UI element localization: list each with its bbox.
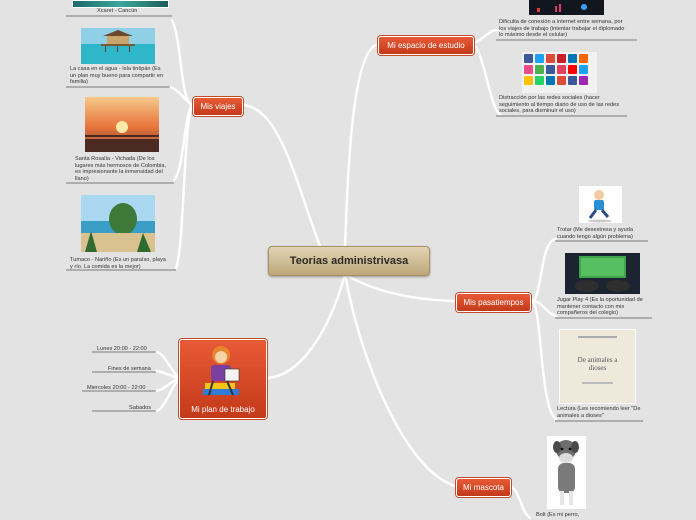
plan-label: Mi plan de trabajo (191, 405, 255, 414)
branch-plan-de-trabajo[interactable]: Mi plan de trabajo (179, 339, 267, 419)
dog-photo (547, 436, 586, 509)
sunset-photo (85, 97, 159, 152)
caption-isla-tintipan: La casa en el agua - Isla tintipán (Es u… (70, 66, 163, 86)
schedule-lunes: Lunes 20:00 - 22:00 (97, 346, 147, 352)
schedule-miercoles: Miercoles 20:00 - 22:00 (87, 385, 146, 391)
social-media-icons (522, 52, 597, 93)
xcaret-photo (72, 0, 169, 8)
central-topic[interactable]: Teorias administrivasa (268, 246, 430, 276)
caption-lectura: Lectura (Les recomiendo leer "De animale… (557, 406, 641, 419)
schedule-sabados: Sabados (129, 405, 152, 411)
branch-mis-pasatiempos[interactable]: Mis pasatiempos (456, 293, 531, 312)
branch-mi-mascota[interactable]: Mi mascota (456, 478, 511, 497)
caption-santa-rosalia: Santa Rosalía - Vichada (De los lugares … (75, 156, 167, 182)
water-house-photo (81, 28, 155, 64)
book-cover: De animales a dioses (559, 329, 636, 404)
tumaco-photo (81, 195, 155, 252)
caption-conexion-internet: Dificulta de conexión a internet entre s… (499, 19, 625, 39)
caption-xcaret: Xcaret - Cancún (97, 8, 138, 14)
branch-espacio-estudio[interactable]: Mi espacio de estudio (378, 36, 474, 55)
cartoon-student-icon (199, 343, 247, 401)
playstation-photo (565, 253, 640, 294)
caption-redes-sociales: Distracción por las redes sociales (hace… (499, 95, 620, 115)
wifi-signal-photo (529, 0, 604, 15)
caption-bolt: Bolt (Es mi perro, (536, 512, 580, 518)
book-title: De animales a dioses (577, 356, 618, 372)
caption-tumaco: Tumaco - Nariño (Es un paraíso, playa y … (70, 257, 166, 270)
caption-jugar-play: Jugar Play 4 (Es la oportunidad de mante… (557, 297, 643, 317)
schedule-fines-de-semana: Fines de semana (108, 366, 151, 372)
running-cartoon (579, 186, 622, 223)
caption-trotar: Trotar (Me desestresa y ayuda cuando ten… (557, 227, 633, 240)
branch-mis-viajes[interactable]: Mis viajes (193, 97, 243, 116)
